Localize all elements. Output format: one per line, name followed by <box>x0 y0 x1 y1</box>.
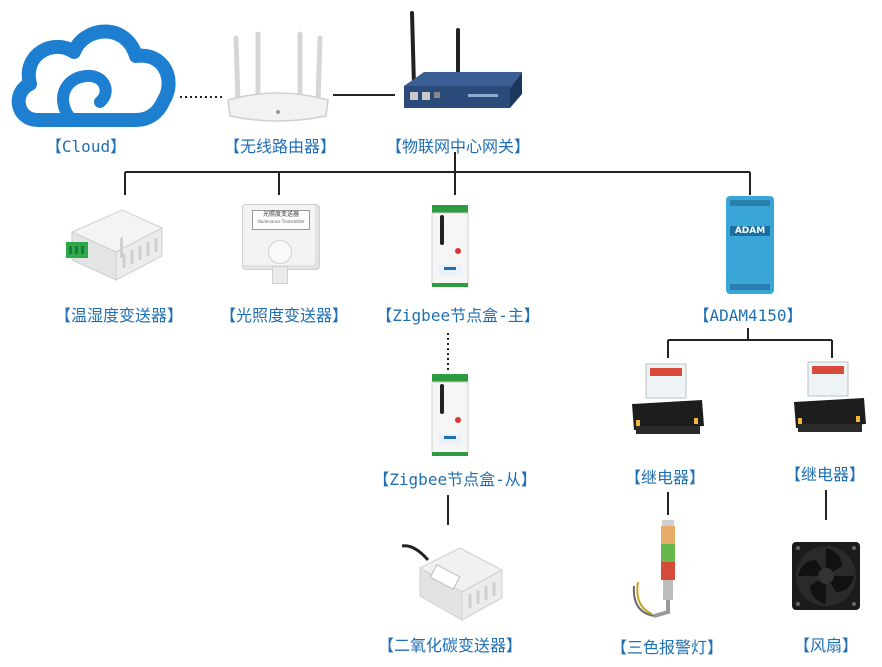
light-transmitter-panel: 光照度变送器 Illuminance Transmitter <box>252 210 310 230</box>
zigbee-slave-label: 【Zigbee节点盒-从】 <box>373 470 537 489</box>
router-label: 【无线路由器】 <box>223 137 337 156</box>
light-label: 【光照度变送器】 <box>219 306 349 325</box>
temp-humidity-transmitter-icon <box>66 209 164 281</box>
fan-icon <box>792 542 860 610</box>
light-transmitter-panel-title: 光照度变送器 <box>262 211 299 218</box>
cloud-label: 【Cloud】 <box>45 137 127 156</box>
co2-label: 【二氧化碳变送器】 <box>377 636 523 655</box>
iot-gateway-icon <box>404 11 522 108</box>
adam4150-module-icon: ADAM <box>722 196 778 294</box>
tri-light-label: 【三色报警灯】 <box>610 638 724 657</box>
light-transmitter-panel-subtitle: Illuminance Transmitter <box>257 219 305 224</box>
fan-label: 【风扇】 <box>793 636 859 655</box>
relay-1-icon <box>632 363 704 434</box>
adam-label: 【ADAM4150】 <box>693 306 803 325</box>
zigbee-master-node-icon <box>431 205 469 287</box>
adam-logo: ADAM <box>730 226 770 236</box>
gateway-label: 【物联网中心网关】 <box>385 137 531 156</box>
cloud-icon <box>11 24 176 127</box>
zigbee-slave-node-icon <box>431 374 469 456</box>
relay-2-icon <box>794 361 866 432</box>
tri-color-alarm-light-icon <box>632 520 675 618</box>
relay-1-label: 【继电器】 <box>624 468 706 487</box>
zigbee-master-label: 【Zigbee节点盒-主】 <box>376 306 540 325</box>
wireless-router-icon <box>227 31 329 122</box>
co2-transmitter-icon <box>401 544 504 621</box>
temp-humidity-label: 【温湿度变送器】 <box>54 306 184 325</box>
light-transmitter-icon: 光照度变送器 Illuminance Transmitter <box>238 204 322 284</box>
relay-2-label: 【继电器】 <box>784 465 866 484</box>
